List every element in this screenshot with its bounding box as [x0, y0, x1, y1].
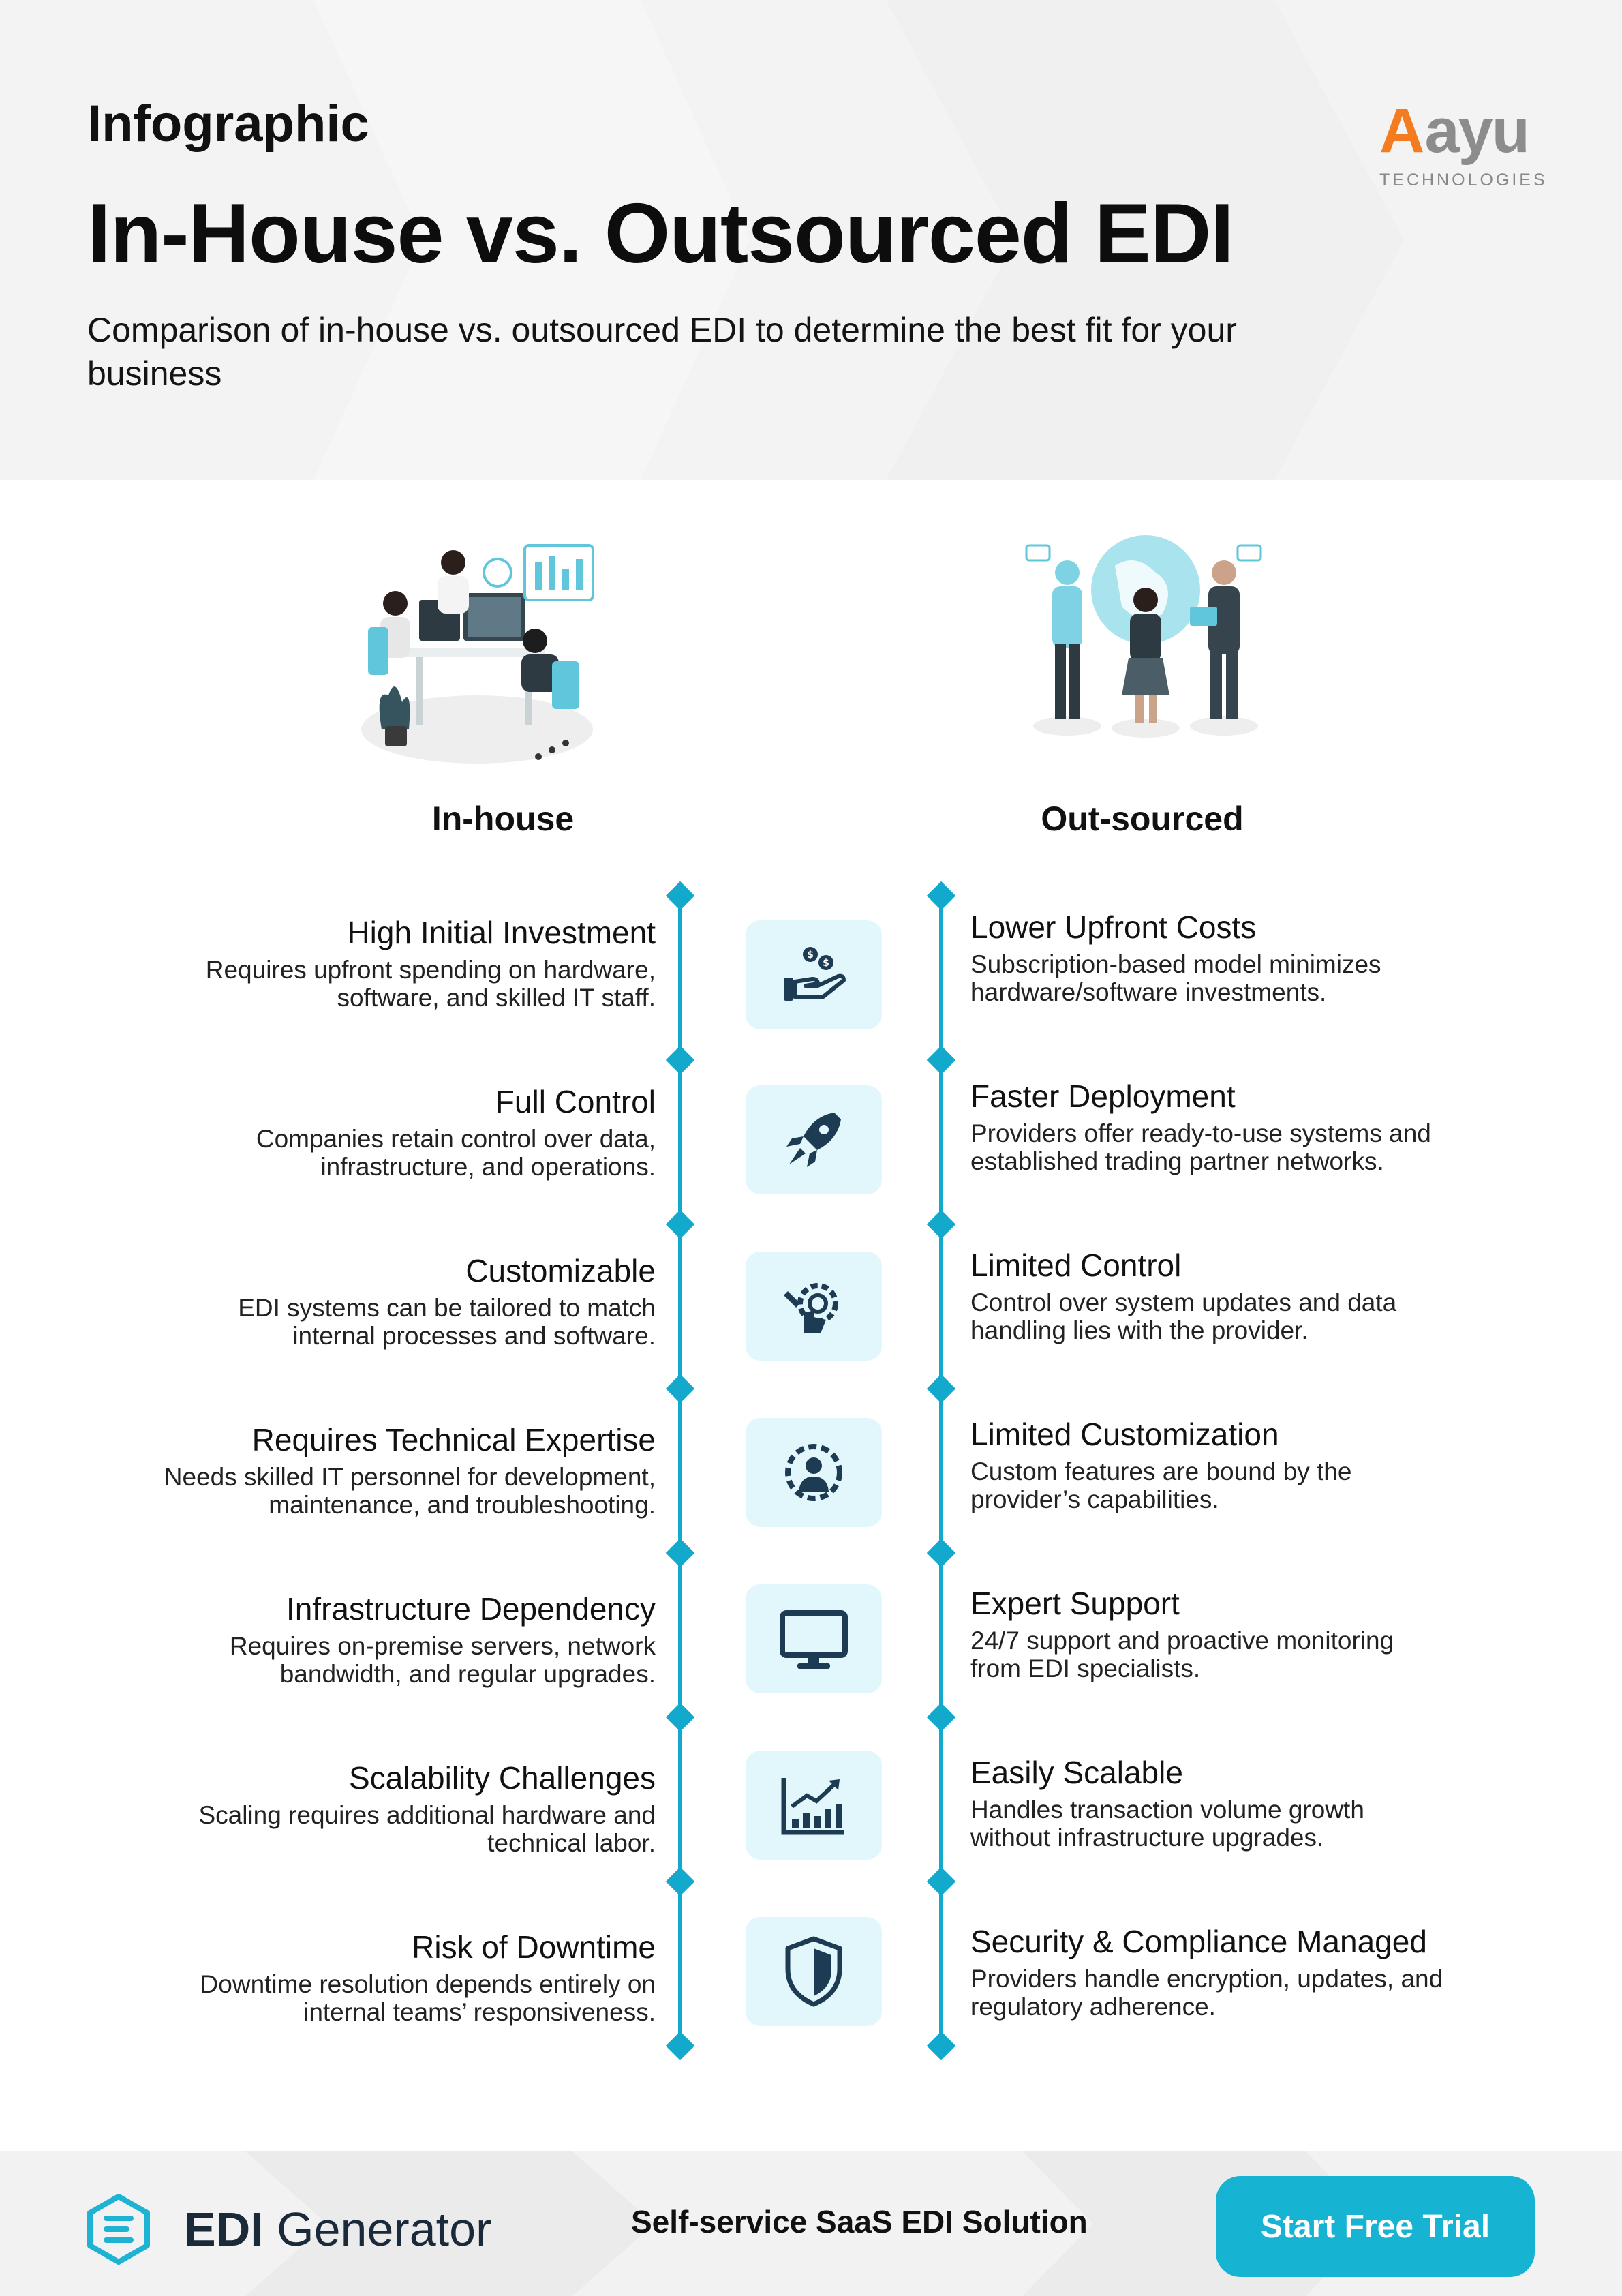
item-title: Faster Deployment	[970, 1078, 1236, 1114]
timeline-diamond	[926, 1538, 956, 1568]
in-house-item: High Initial Investment Requires upfront…	[82, 913, 656, 1012]
out-sourced-column-title: Out-sourced	[1041, 800, 1244, 838]
gear-hand-icon	[784, 1283, 838, 1333]
rocket-icon	[786, 1113, 841, 1167]
item-title: Risk of Downtime	[412, 1929, 656, 1965]
comparison-icon-tile	[746, 1085, 882, 1194]
gear-person-icon	[785, 1444, 842, 1501]
item-title: Expert Support	[970, 1586, 1180, 1621]
office-team-illustration	[361, 544, 594, 764]
in-house-item: Scalability Challenges Scaling requires …	[82, 1759, 656, 1857]
timeline-diamond	[665, 1209, 695, 1239]
item-description: Needs skilled IT personnel for developme…	[164, 1463, 656, 1519]
timeline-diamond	[926, 2031, 956, 2061]
in-house-item: Customizable EDI systems can be tailored…	[82, 1252, 656, 1350]
footer-bar: EDI Generator Self-service SaaS EDI Solu…	[0, 2151, 1622, 2296]
comparison-icon-tile	[746, 1751, 882, 1860]
timeline-diamond	[665, 1374, 695, 1404]
item-title: Easily Scalable	[970, 1755, 1183, 1790]
edi-generator-brand[interactable]: EDI Generator	[86, 2194, 491, 2265]
item-description: Providers handle encryption, updates, an…	[970, 1965, 1443, 2021]
item-title: Lower Upfront Costs	[970, 909, 1257, 945]
item-title: Limited Customization	[970, 1417, 1279, 1452]
timeline-diamond	[926, 1374, 956, 1404]
out-sourced-item: Easily Scalable Handles transaction volu…	[970, 1753, 1529, 1852]
out-sourced-item: Faster Deployment Providers offer ready-…	[970, 1077, 1529, 1175]
in-house-column-title: In-house	[431, 800, 575, 838]
item-title: Limited Control	[970, 1248, 1182, 1283]
item-description: Scaling requires additional hardware and…	[198, 1801, 656, 1857]
out-sourced-item: Lower Upfront Costs Subscription-based m…	[970, 908, 1529, 1006]
aayu-logo[interactable]: A ayu TECHNOLOGIES	[1379, 96, 1548, 190]
comparison-icon-tile	[746, 1584, 882, 1693]
money-hand-icon: $ $	[784, 947, 846, 1001]
timeline-diamond	[926, 1867, 956, 1897]
comparison-icon-tile	[746, 1917, 882, 2026]
timeline-diamond	[926, 1702, 956, 1732]
out-sourced-item: Security & Compliance Managed Providers …	[970, 1922, 1529, 2021]
timeline-diamond	[665, 1867, 695, 1897]
comparison-icon-tile: $ $	[746, 920, 882, 1029]
edi-generator-logo-icon	[87, 2194, 150, 2265]
timeline-diamond	[926, 881, 956, 911]
timeline-diamond	[665, 2031, 695, 2061]
item-title: Infrastructure Dependency	[286, 1591, 656, 1627]
comparison-icon-tile	[746, 1252, 882, 1361]
in-house-item: Full Control Companies retain control ov…	[82, 1083, 656, 1181]
logo-word: ayu	[1424, 96, 1530, 166]
timeline-diamond	[665, 1045, 695, 1075]
logo-mark-letter: A	[1379, 96, 1425, 166]
outsourced-team-illustration	[1025, 535, 1262, 738]
shield-icon	[785, 1936, 842, 2007]
in-house-timeline	[678, 893, 682, 2045]
brand-name: EDI Generator	[184, 2203, 492, 2256]
in-house-item: Risk of Downtime Downtime resolution dep…	[82, 1928, 656, 2026]
start-free-trial-button[interactable]: Start Free Trial	[1216, 2176, 1535, 2277]
item-title: Scalability Challenges	[348, 1760, 656, 1796]
timeline-diamond	[926, 1045, 956, 1075]
timeline-diamond	[665, 1538, 695, 1568]
page-subtitle: Comparison of in-house vs. outsourced ED…	[87, 311, 1237, 393]
item-title: Requires Technical Expertise	[251, 1422, 656, 1457]
comparison-icon-tile	[746, 1418, 882, 1527]
out-sourced-item: Limited Control Control over system upda…	[970, 1246, 1529, 1344]
item-title: High Initial Investment	[347, 915, 656, 950]
timeline-diamond	[665, 881, 695, 911]
svg-text:$: $	[807, 950, 814, 961]
in-house-item: Infrastructure Dependency Requires on-pr…	[82, 1590, 656, 1688]
item-description: Providers offer ready-to-use systems and…	[970, 1119, 1431, 1175]
svg-text:$: $	[823, 958, 829, 969]
eyebrow-label: Infographic	[87, 95, 369, 153]
growth-chart-icon	[781, 1778, 844, 1835]
item-title: Security & Compliance Managed	[970, 1924, 1427, 1959]
item-description: Requires upfront spending on hardware,so…	[205, 956, 656, 1012]
out-sourced-item: Expert Support 24/7 support and proactiv…	[970, 1584, 1529, 1682]
header-banner: Infographic In-House vs. Outsourced EDI …	[0, 0, 1622, 480]
logo-subtitle: TECHNOLOGIES	[1379, 170, 1548, 190]
in-house-item: Requires Technical Expertise Needs skill…	[82, 1421, 656, 1519]
monitor-icon	[780, 1610, 848, 1669]
item-description: Companies retain control over data,infra…	[256, 1125, 656, 1181]
timeline-diamond	[665, 1702, 695, 1732]
item-title: Full Control	[495, 1084, 656, 1119]
out-sourced-timeline	[939, 893, 943, 2045]
timeline-diamond	[926, 1209, 956, 1239]
page-title: In-House vs. Outsourced EDI	[87, 187, 1234, 281]
footer-tagline: Self-service SaaS EDI Solution	[631, 2204, 1088, 2239]
item-title: Customizable	[465, 1253, 656, 1288]
out-sourced-item: Limited Customization Custom features ar…	[970, 1415, 1529, 1513]
